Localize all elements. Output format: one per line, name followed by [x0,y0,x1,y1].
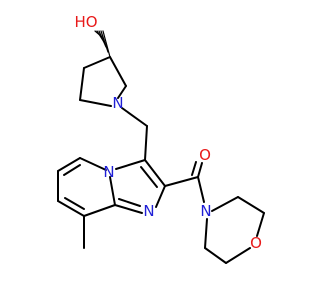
bond-c7-c8-double [64,197,85,210]
atom-labels: HO N N N O N O [74,13,261,252]
bond-layer [57,30,265,264]
bond-c5-c6-double [63,164,81,176]
bond-c7-c8 [57,200,85,217]
bond-c3-c2im [144,159,166,187]
bond-carbonyl-n [197,176,205,203]
pyrrolidine-nitrogen-label: N [112,94,123,112]
bond-carbonyl-o-double [191,161,197,176]
bond-c2m-o [256,212,265,237]
bond-c4m-mn [204,218,208,249]
bond-o-c3m [225,247,251,264]
bond-n4-c5 [79,157,107,171]
bond-ch2-c3im [144,125,148,161]
carbonyl-oxygen-label: O [199,146,211,164]
hydroxyl-label: HO [74,13,97,31]
bond-c5-n1 [79,99,112,107]
bond-c3m-c4m [204,247,227,264]
molecule-structure-drawing: HO N N N O N O [57,13,265,264]
bond-c8-c8a [83,204,116,217]
bond-c4-c5 [79,67,85,101]
bond-c3-c2im-double [140,166,158,188]
bond-c1-c2m [237,196,265,214]
bond-c3-n4 [115,159,146,170]
bond-c3-c4 [83,56,111,69]
bond-mn-c1 [211,196,239,212]
bond-c8a-n4 [109,176,116,206]
bond-n1im-c8a-double [118,198,141,207]
bond-n1im-c8a [114,204,143,214]
bond-c5-c6 [57,157,81,172]
bond-c2im-n1im [155,185,166,208]
stereo-hash-bond [94,30,111,58]
bond-c2-n1 [117,85,127,99]
bond-carbonyl-o [197,162,203,178]
bridgehead-nitrogen-label: N [103,163,114,181]
bond-n1-ch2 [121,107,148,127]
bond-c2im-carbonyl [164,176,199,187]
morpholine-oxygen-label: O [250,234,262,252]
bond-c3-c2 [109,56,127,87]
amide-nitrogen-label: N [200,202,211,220]
imidazole-nitrogen-label: N [143,202,154,220]
